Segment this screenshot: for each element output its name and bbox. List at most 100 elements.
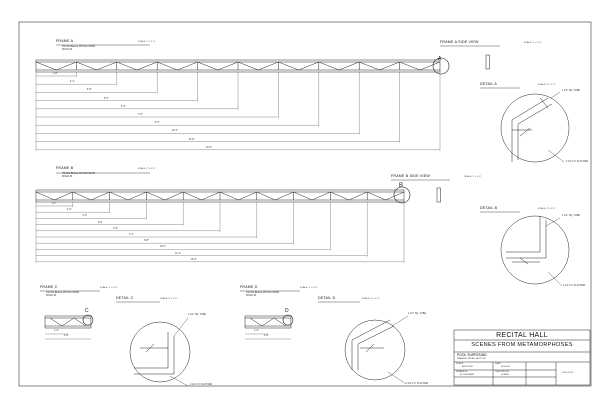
truss-web xyxy=(72,191,92,201)
frame-b-note-2: MOLD #4 xyxy=(62,175,73,178)
truss-web xyxy=(177,61,198,71)
dimension-label: 10'-0" xyxy=(159,245,166,249)
frame-d-note-1: TRUSS BELLE WHITE FINISH xyxy=(246,291,280,294)
frame-d-scale: SCALE: 1" = 1'-0" xyxy=(300,287,318,289)
frame-a-elevation xyxy=(35,59,441,73)
title-block-scale-label: SCALE xyxy=(456,363,464,365)
truss-web xyxy=(91,191,110,201)
truss-web xyxy=(419,61,441,71)
title-block-show: SCENES FROM METAMORPHOSES xyxy=(471,342,573,348)
detail-c-scale: SCALE: 3" = 1'-0" xyxy=(160,298,178,300)
truss-web xyxy=(56,61,77,71)
dimension-label: 7'-4" xyxy=(128,233,134,236)
frame-a-title: FRAME A xyxy=(56,39,74,43)
truss-web xyxy=(275,191,294,201)
title-block-drawn-label: DRAWN BY xyxy=(456,371,468,373)
truss-web xyxy=(348,191,368,201)
title-block-scale-value: AS NOTED xyxy=(462,366,474,368)
frame-d-elevation xyxy=(244,315,292,340)
truss-web xyxy=(116,61,138,71)
frame-b-title: FRAME B xyxy=(56,166,74,170)
truss-web xyxy=(35,61,57,71)
dimension-label: 13'-0" xyxy=(205,145,212,149)
detail-a-title: DETAIL A xyxy=(480,82,497,86)
truss-web xyxy=(293,191,313,201)
detail-b-title: DETAIL B xyxy=(480,206,498,210)
truss-web xyxy=(127,191,147,201)
dimension-label: 11'-4" xyxy=(175,251,182,255)
frame-c-note-2: MOLD #4 xyxy=(46,294,57,297)
truss-web xyxy=(237,61,259,71)
truss-web xyxy=(311,191,331,201)
detail-d-title: DETAIL D xyxy=(318,296,336,300)
truss-web xyxy=(256,191,276,201)
title-block-sub-label: FRAMING DETAIL SECTION xyxy=(457,358,486,360)
detail-d-drawing xyxy=(344,315,409,385)
truss-web xyxy=(278,61,299,71)
dimension-label: 9'-0" xyxy=(154,121,160,125)
frame-d-note-2: MOLD #4 xyxy=(246,294,257,297)
truss-web xyxy=(157,61,178,71)
frame-a-note-2: MOLD #4 xyxy=(62,48,73,51)
frame-d-dim-2: 2'-8" xyxy=(264,334,269,337)
dimension-label: 11'-8" xyxy=(188,137,195,141)
dimension-label: 7'-8" xyxy=(137,113,143,116)
truss-web xyxy=(367,191,386,201)
frame-c-note-1: TRUSS BELLE WHITE FINISH xyxy=(46,291,80,294)
truss-web xyxy=(201,191,221,201)
detail-d-note-bottom: 2 1/2 X 2" FLAT BAR xyxy=(406,382,429,385)
detail-a-drawing xyxy=(500,91,570,163)
truss-web xyxy=(197,61,218,71)
frame-c-elevation xyxy=(44,315,92,340)
callout-circle-b xyxy=(393,186,411,204)
detail-b-note-top: 1 1/2" SQ. TUBE xyxy=(562,214,580,217)
frame-d-title: FRAME D xyxy=(240,285,258,289)
frame-a-side-scale: SCALE: 1" = 1'-0" xyxy=(524,42,542,44)
dimension-label: 12'-8" xyxy=(190,257,197,261)
frame-b-side-view xyxy=(436,187,441,203)
truss-web xyxy=(146,191,165,201)
truss-web xyxy=(96,61,117,71)
frame-b-scale: SCALE: 1" = 1'-0" xyxy=(138,168,156,170)
dimension-label: 3'-4" xyxy=(82,214,88,218)
truss-web xyxy=(109,191,129,201)
truss-web xyxy=(338,61,360,71)
dimension-label: 1'-8" xyxy=(52,72,58,75)
truss-web xyxy=(183,191,202,201)
frame-b-elevation xyxy=(35,189,405,203)
callout-circle-a xyxy=(432,57,450,75)
title-underlines xyxy=(40,44,520,303)
detail-b-note-bottom: 2 1/2 X 2" FLAT BAR xyxy=(563,284,586,287)
frame-c-dim-2: 2'-8" xyxy=(64,334,69,337)
truss-web xyxy=(385,191,405,201)
detail-a-note-top: 1 1/2" SQ. TUBE xyxy=(562,89,580,92)
truss-web xyxy=(54,191,73,201)
truss-web xyxy=(164,191,184,201)
frame-a-side-title: FRAME A SIDE VIEW xyxy=(440,40,479,44)
detail-c-note-bottom: 2 1/2 X 2" FLAT BAR xyxy=(190,383,213,386)
title-block-venue: RECITAL HALL xyxy=(496,332,548,339)
frame-b-note-1: TRUSS BELLE WHITE FINISH xyxy=(62,172,96,175)
frame-b-dimensions xyxy=(35,202,405,263)
detail-d-scale: SCALE: 3" = 1'-0" xyxy=(362,298,380,300)
truss-web xyxy=(76,61,97,71)
truss-web xyxy=(136,61,158,71)
dimension-label: 3'-8" xyxy=(86,88,92,92)
frame-c-scale: SCALE: 1" = 1'-0" xyxy=(100,287,118,289)
frame-b-side-title: FRAME B SIDE VIEW xyxy=(391,174,430,178)
truss-web xyxy=(258,61,279,71)
callout-a-letter: A xyxy=(438,56,442,62)
frame-c-title: FRAME C xyxy=(40,285,58,289)
title-block-drawn-value: A. DESIGNER xyxy=(460,374,475,376)
truss-web xyxy=(330,191,349,201)
callout-circle-c xyxy=(82,314,94,326)
callout-b-letter: B xyxy=(399,183,404,189)
frame-d-dim-1: 1'-4" xyxy=(254,329,259,332)
truss-web xyxy=(219,191,239,201)
dimension-label: 5'-0" xyxy=(103,96,109,100)
truss-web xyxy=(238,191,257,201)
detail-c-note-top: 1 1/2" SQ. TUBE xyxy=(188,313,206,316)
truss-web xyxy=(379,61,400,71)
detail-a-note-bottom: 2 1/2 X 2" FLAT BAR xyxy=(566,160,589,163)
